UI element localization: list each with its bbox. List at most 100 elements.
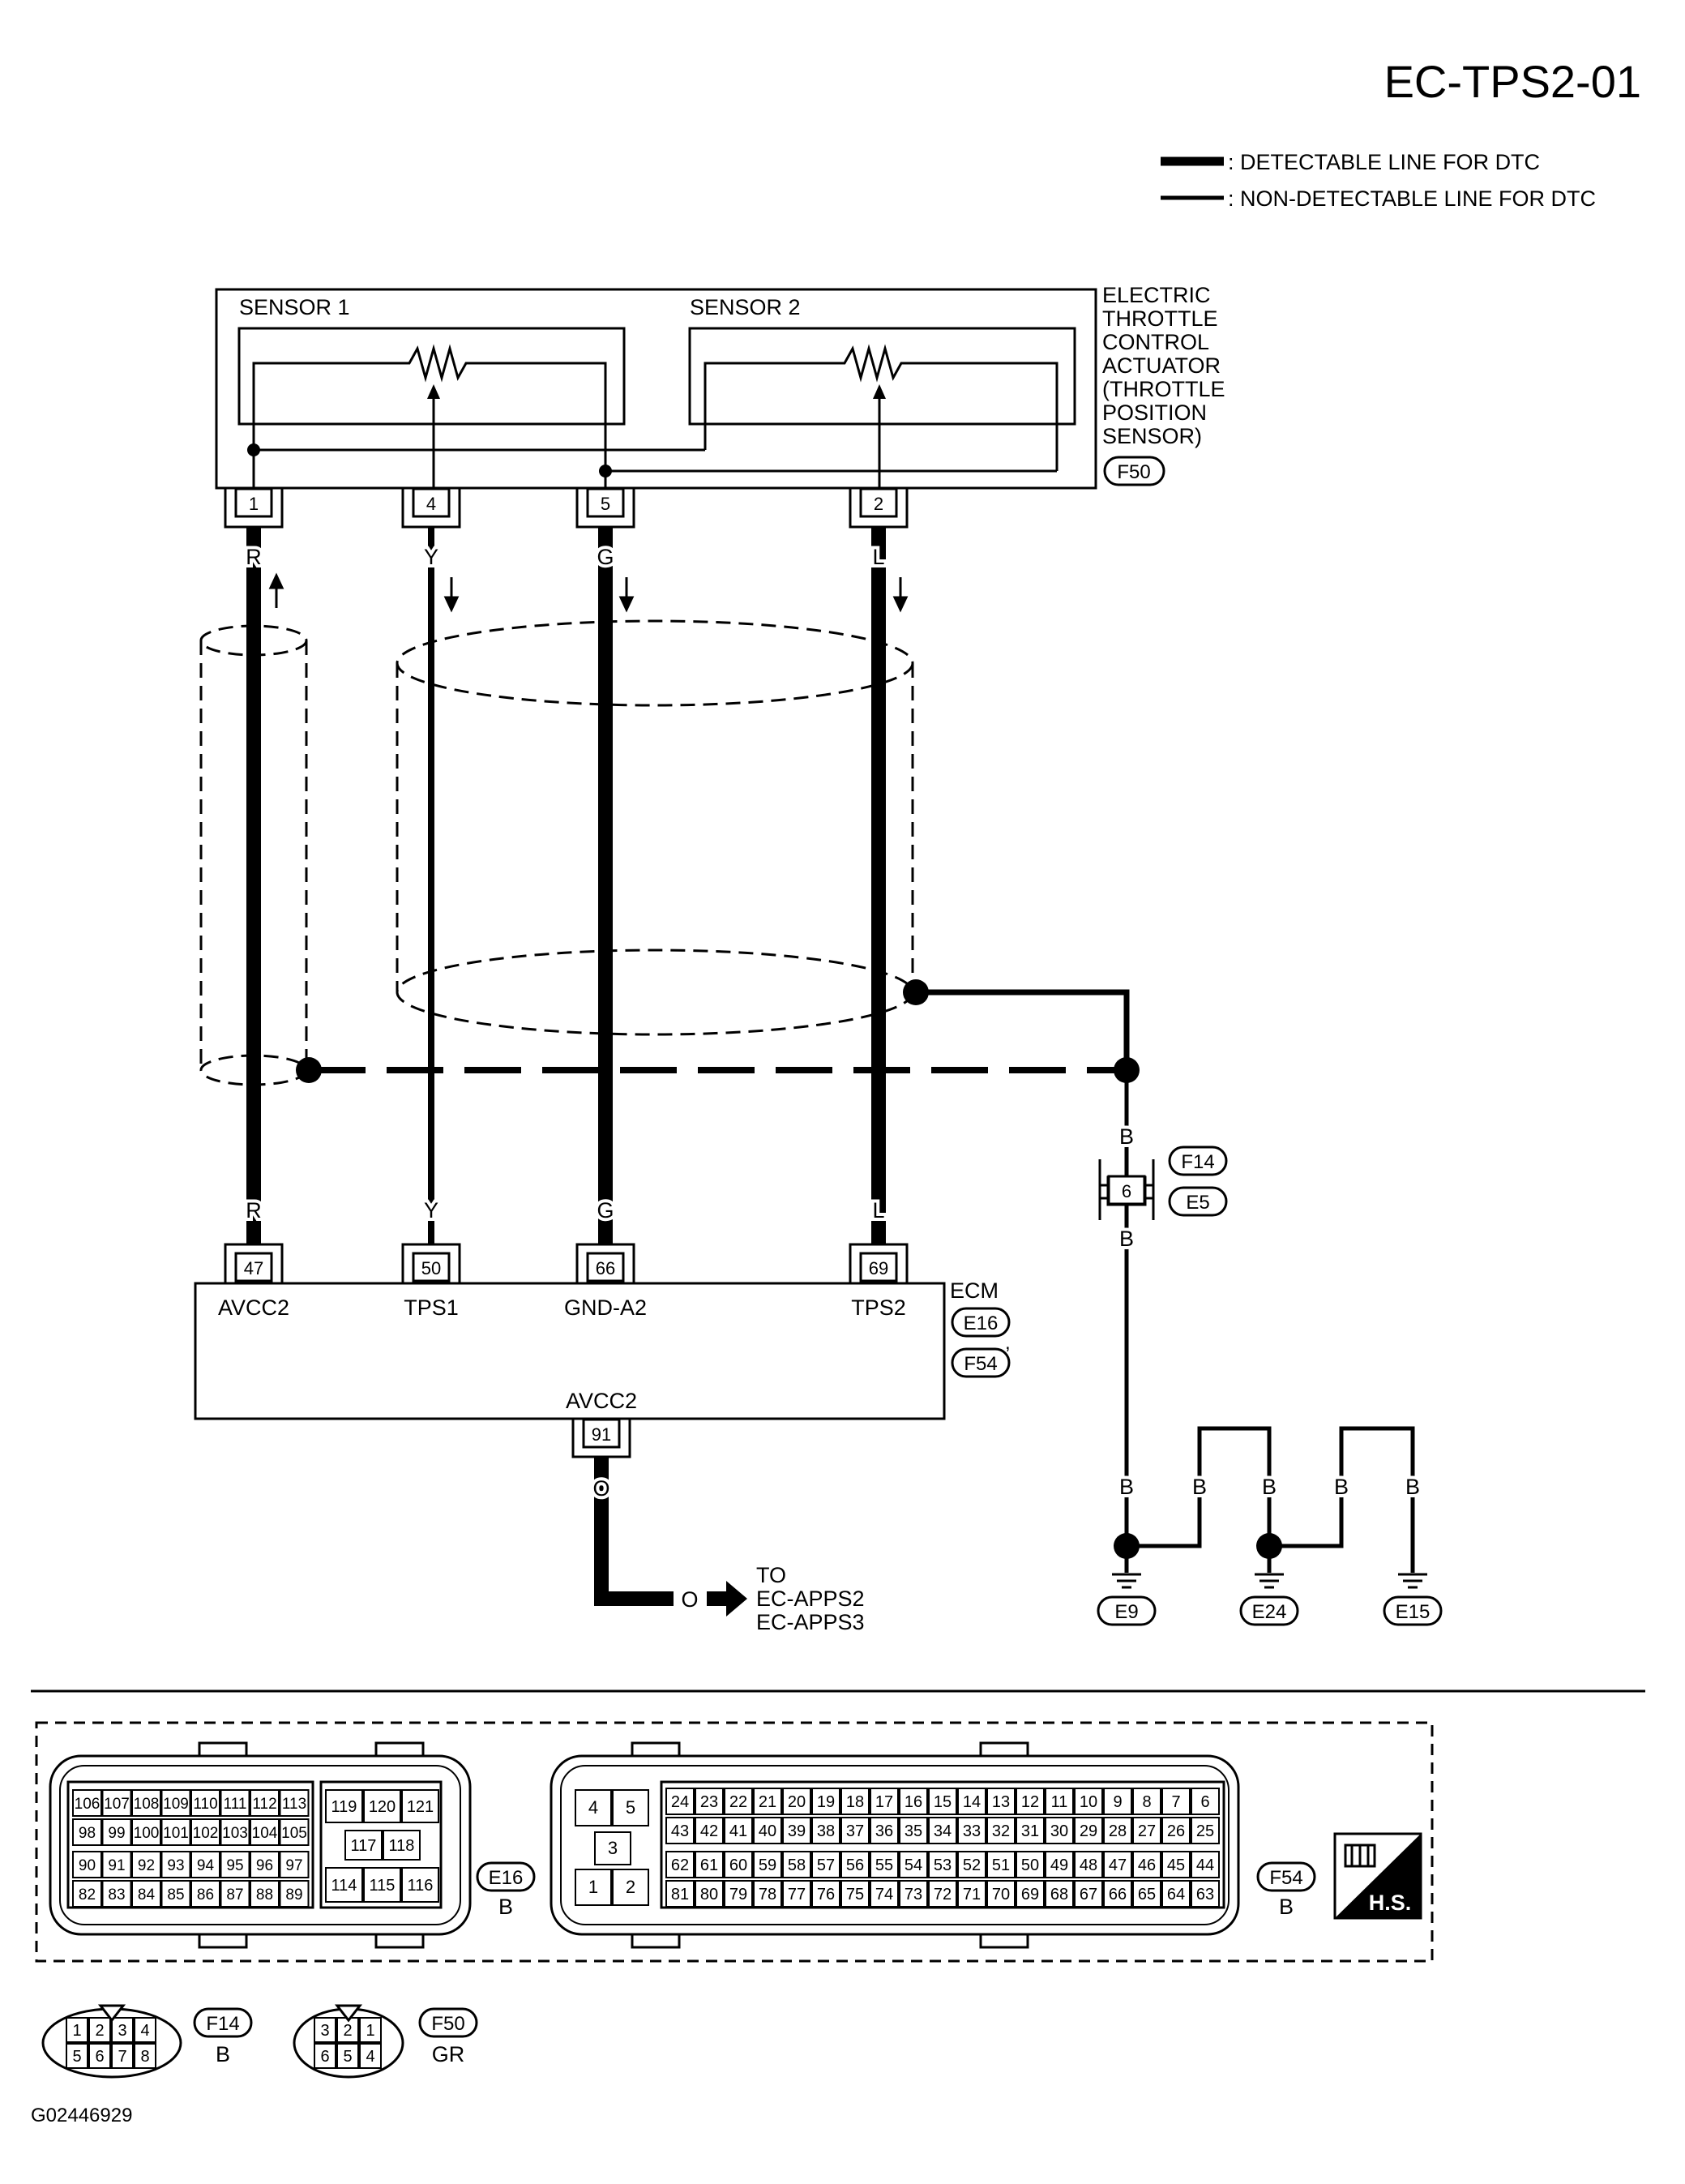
connector-cell bbox=[986, 1817, 1016, 1844]
connector-cell-label: 20 bbox=[788, 1793, 806, 1811]
connector-cell bbox=[957, 1880, 986, 1908]
connector-cell bbox=[363, 1867, 401, 1903]
connector-cell bbox=[1045, 1788, 1074, 1815]
connector-cell bbox=[1074, 1880, 1103, 1908]
connector-cell-label: 1 bbox=[72, 2022, 81, 2040]
connector-cell bbox=[840, 1851, 870, 1878]
connector-cell-label: 19 bbox=[817, 1793, 835, 1811]
drain-color-b: B bbox=[1119, 1227, 1134, 1251]
connector-cell-label: 116 bbox=[408, 1877, 434, 1895]
connector-cell-label: 7 bbox=[118, 2048, 126, 2066]
connector-cell-label: 107 bbox=[104, 1796, 130, 1813]
connector-cell bbox=[870, 1880, 899, 1908]
connector-cell bbox=[612, 1869, 649, 1906]
connector-cell bbox=[401, 1867, 439, 1903]
connector-cell bbox=[279, 1789, 310, 1817]
ecm-signal-tps2: TPS2 bbox=[851, 1295, 906, 1320]
actuator-pin-4-number: 4 bbox=[426, 494, 436, 514]
main-wires bbox=[246, 527, 886, 1244]
connector-cell bbox=[314, 2017, 336, 2043]
wire-color-bottom-1: R bbox=[246, 1198, 262, 1223]
ecm-pin-69-number: 69 bbox=[869, 1258, 888, 1278]
connector-cell bbox=[250, 1851, 280, 1878]
connector-views-frame bbox=[35, 1721, 1434, 1963]
connector-cell bbox=[753, 1788, 782, 1815]
legend: : DETECTABLE LINE FOR DTC : NON-DETECTAB… bbox=[1161, 150, 1596, 211]
connector-cell bbox=[1132, 1817, 1161, 1844]
shield-ground-path: B 6 F14 E5 B B B B B B bbox=[1097, 1070, 1443, 1626]
connector-cell bbox=[134, 2043, 156, 2069]
ground-connector-e5-badge bbox=[1168, 1186, 1228, 1217]
shield-2-junction bbox=[903, 979, 929, 1005]
connector-cell-label: 5 bbox=[343, 2048, 352, 2066]
ecm-connector-e16: E16 bbox=[964, 1313, 999, 1334]
connector-cell-label: 114 bbox=[331, 1877, 357, 1895]
connector-cell bbox=[1132, 1880, 1161, 1908]
connector-cell-label: 120 bbox=[369, 1798, 396, 1816]
connector-cell-label: 28 bbox=[1109, 1822, 1127, 1840]
connector-cell bbox=[88, 2017, 111, 2043]
connector-cell bbox=[101, 1880, 132, 1908]
connector-cell bbox=[840, 1817, 870, 1844]
connector-cell bbox=[111, 2043, 134, 2069]
connector-cell-label: 16 bbox=[905, 1793, 922, 1811]
connector-cell-label: 3 bbox=[118, 2022, 126, 2040]
connector-cell bbox=[957, 1851, 986, 1878]
connector-cell bbox=[782, 1817, 811, 1844]
connector-cell-label: 52 bbox=[963, 1856, 981, 1874]
connector-cell bbox=[1191, 1851, 1220, 1878]
actuator-pin-1: 1 bbox=[224, 487, 284, 529]
connector-cell-label: 105 bbox=[281, 1825, 307, 1842]
connector-cell bbox=[72, 1880, 102, 1908]
ground-connector-f14: F14 bbox=[1181, 1151, 1214, 1173]
connector-cell-label: 81 bbox=[671, 1886, 689, 1904]
connector-cell bbox=[279, 1880, 310, 1908]
ground-color-5: B bbox=[1405, 1475, 1420, 1499]
connector-cell bbox=[134, 2017, 156, 2043]
connector-cell-label: 1 bbox=[588, 1877, 598, 1897]
connector-cell-label: 100 bbox=[134, 1825, 160, 1842]
connector-cell-label: 48 bbox=[1080, 1856, 1097, 1874]
connector-cell bbox=[1016, 1788, 1045, 1815]
connector-cell bbox=[811, 1880, 840, 1908]
connector-cell-label: 10 bbox=[1080, 1793, 1097, 1811]
connector-cell bbox=[1016, 1851, 1045, 1878]
connector-cell bbox=[101, 1789, 132, 1817]
actuator-pins: 1 4 5 2 bbox=[224, 487, 909, 529]
ecm-pin-50: 50 bbox=[401, 1243, 461, 1283]
connector-cell bbox=[66, 2043, 88, 2069]
connector-cell bbox=[986, 1788, 1016, 1815]
connector-e16-label: E16 bbox=[489, 1867, 524, 1889]
connector-cell-label: 35 bbox=[905, 1822, 922, 1840]
connector-f50-badge bbox=[418, 2007, 478, 2038]
ecm-box bbox=[194, 1282, 946, 1420]
ground-color-3: B bbox=[1262, 1475, 1277, 1499]
connector-cell-label: 92 bbox=[138, 1857, 155, 1874]
connector-cell-label: 84 bbox=[138, 1886, 156, 1904]
connector-cell bbox=[66, 2017, 88, 2043]
connector-cell-label: 96 bbox=[256, 1857, 273, 1874]
connector-cell-label: 8 bbox=[1142, 1793, 1151, 1811]
connector-cell-label: 38 bbox=[817, 1822, 835, 1840]
connector-cell-label: 111 bbox=[224, 1796, 247, 1813]
wire-o bbox=[594, 1457, 674, 1606]
connector-cell bbox=[344, 1830, 383, 1861]
ground-connector-6: 6 bbox=[1098, 1159, 1155, 1220]
sensor-1-circuit bbox=[252, 344, 607, 471]
diagram-title: EC-TPS2-01 bbox=[1384, 56, 1641, 107]
connector-cell-label: 65 bbox=[1138, 1886, 1156, 1904]
connector-cell bbox=[111, 2017, 134, 2043]
connector-cell bbox=[72, 1851, 102, 1878]
connector-cell-label: 86 bbox=[197, 1886, 214, 1904]
ground-connector-f14-badge bbox=[1168, 1146, 1228, 1176]
connector-cell-label: 109 bbox=[163, 1796, 189, 1813]
connector-cell-label: 4 bbox=[588, 1797, 598, 1818]
connector-cell-label: 70 bbox=[992, 1886, 1010, 1904]
ground-connector-e5: E5 bbox=[1186, 1192, 1209, 1214]
connector-cell-label: 40 bbox=[759, 1822, 776, 1840]
connector-cell bbox=[359, 2043, 382, 2069]
